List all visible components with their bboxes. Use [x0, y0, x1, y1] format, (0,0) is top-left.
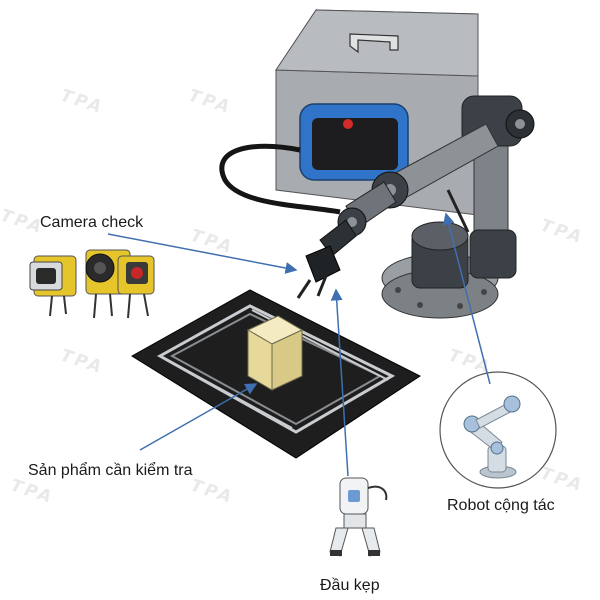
label-camera-check: Camera check: [40, 214, 143, 232]
label-cobot: Robot cộng tác: [447, 497, 555, 515]
camera-illustration: [30, 250, 154, 318]
product-box: [248, 316, 302, 390]
label-gripper: Đầu kẹp: [320, 577, 380, 595]
cobot-inset: [440, 372, 556, 488]
gripper-illustration: [330, 478, 386, 556]
indicator-light: [343, 119, 353, 129]
label-product: Sản phẩm cần kiểm tra: [28, 462, 193, 480]
hmi-screen: [300, 104, 408, 180]
